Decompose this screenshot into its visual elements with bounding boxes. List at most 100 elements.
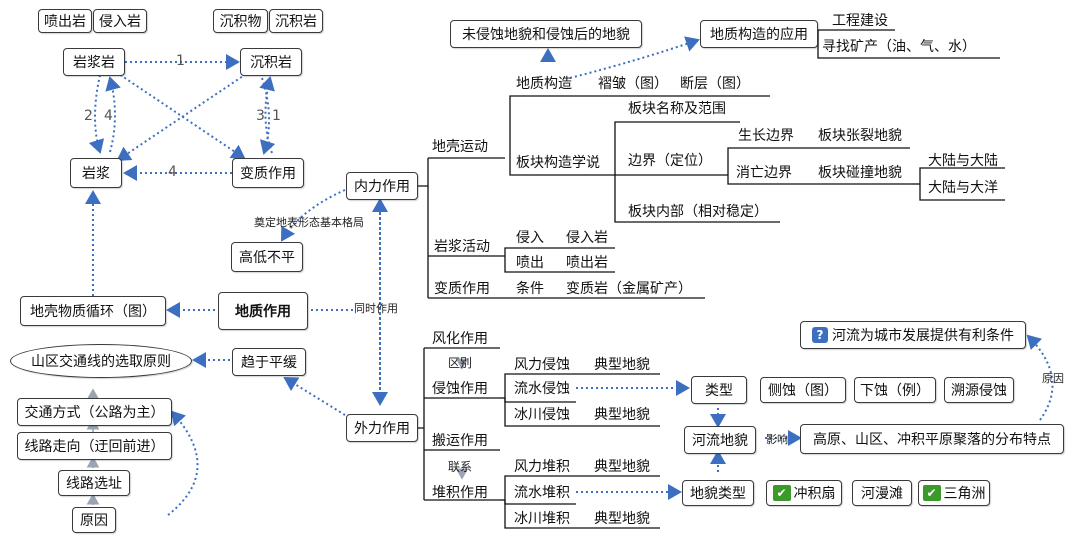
delta-box: ✔三角洲 [918, 480, 990, 506]
constructive-boundary-label: 生长边界 [738, 128, 794, 144]
high-low-box: 高低不平 [231, 242, 303, 272]
structure-application-box: 地质构造的应用 [700, 20, 818, 48]
typical-landform-1-label: 典型地貌 [594, 357, 650, 373]
collision-landform-label: 板块碰撞地貌 [818, 165, 902, 181]
downcutting-label: 下蚀（例） [860, 383, 930, 399]
transport-mode-label: 交通方式（公路为主） [24, 405, 165, 421]
lateral-erosion-label: 侧蚀（图） [768, 383, 838, 399]
wind-deposit-label: 风力堆积 [514, 459, 570, 475]
weathering-label: 风化作用 [432, 331, 488, 347]
wind-erosion-label: 风力侵蚀 [514, 357, 570, 373]
route-direction-box: 线路走向（迂回前进） [17, 432, 172, 460]
boundary-label: 边界（定位） [628, 153, 712, 169]
route-selection-label: 线路选址 [66, 476, 122, 492]
river-city-box: ?河流为城市发展提供有利条件 [800, 321, 1026, 349]
tend-flat-label: 趋于平缓 [241, 355, 297, 371]
crust-cycle-label: 地壳物质循环（图） [30, 304, 156, 320]
conditions-label: 条件 [516, 281, 544, 297]
lay-foundation-label: 奠定地表形态基本格局 [254, 216, 364, 229]
water-deposit-label: 流水堆积 [514, 485, 570, 501]
internal-force-box: 内力作用 [346, 172, 418, 200]
downcutting-box: 下蚀（例） [854, 377, 936, 403]
floodplain-box: 河漫滩 [852, 480, 912, 506]
structure-application-label: 地质构造的应用 [710, 27, 808, 43]
reason-box: 原因 [72, 507, 116, 533]
cycle-number-1-right: 1 [272, 108, 281, 124]
igneous-rock-label: 岩浆岩 [73, 55, 115, 71]
plate-interior-label: 板块内部（相对稳定） [628, 204, 768, 220]
lateral-erosion-box: 侧蚀（图） [760, 377, 846, 403]
sediment-box: 沉积物 [213, 9, 268, 33]
deposition-label: 堆积作用 [432, 485, 488, 501]
intrusion-label: 侵入 [516, 230, 544, 246]
difference-label: 区别 [448, 356, 473, 370]
transport-action-label: 搬运作用 [432, 433, 488, 449]
landform-types-box: 地貌类型 [682, 480, 754, 506]
intrusive-rock-label: 侵入岩 [99, 14, 141, 30]
external-force-label: 外力作用 [354, 421, 410, 437]
cycle-number-2-left: 2 [84, 108, 93, 124]
transport-mode-box: 交通方式（公路为主） [17, 398, 172, 426]
geo-structure-label: 地质构造 [516, 76, 572, 92]
erosion-label: 侵蚀作用 [432, 381, 488, 397]
cause-label: 原因 [1042, 372, 1064, 385]
influence-label: 影响 [766, 433, 788, 446]
route-selection-box: 线路选址 [58, 470, 130, 496]
glacier-deposit-label: 冰川堆积 [514, 511, 570, 527]
simultaneous-label: 同时作用 [354, 302, 398, 315]
settlement-box: 高原、山区、冲积平原聚落的分布特点 [800, 424, 1064, 454]
sediment-label: 沉积物 [219, 14, 262, 30]
headward-erosion-box: 溯源侵蚀 [944, 377, 1014, 403]
metamorphism-box: 变质作用 [232, 158, 304, 188]
typical-landform-3-label: 典型地貌 [594, 459, 650, 475]
check-icon: ✔ [772, 485, 791, 501]
cycle-number-4-left: 4 [104, 108, 113, 124]
typical-landform-4-label: 典型地貌 [594, 511, 650, 527]
cycle-number-4-bottom: 4 [168, 164, 177, 180]
headward-erosion-label: 溯源侵蚀 [951, 383, 1007, 399]
alluvial-fan-label: 冲积扇 [793, 486, 836, 502]
magma-label: 岩浆 [82, 166, 110, 182]
fold-label: 褶皱（图） [598, 76, 668, 92]
sedimentary-rock-box: 沉积岩 [240, 48, 302, 76]
check-icon: ✔ [922, 485, 941, 501]
fault-label: 断层（图） [680, 76, 750, 92]
route-direction-label: 线路走向（迂回前进） [24, 439, 165, 455]
question-icon: ? [812, 327, 828, 343]
metamorphic-action-label: 变质作用 [434, 281, 490, 297]
river-landform-label: 河流地貌 [692, 433, 748, 449]
intrusive-rock-result-label: 侵入岩 [566, 230, 608, 246]
eruption-label: 喷出 [516, 255, 544, 271]
extrusive-rock-label: 喷出岩 [44, 14, 86, 30]
rift-landform-label: 板块张裂地貌 [818, 128, 902, 144]
metamorphism-label: 变质作用 [240, 166, 296, 182]
glacier-erosion-label: 冰川侵蚀 [514, 407, 570, 423]
river-city-label: 河流为城市发展提供有利条件 [832, 328, 1014, 344]
cycle-number-1-top: 1 [176, 53, 185, 69]
mineral-search-label: 寻找矿产（油、气、水） [822, 39, 976, 55]
continent-continent-label: 大陆与大陆 [928, 153, 998, 169]
igneous-rock-box: 岩浆岩 [63, 48, 125, 76]
sedimentary-rock-top-label: 沉积岩 [275, 14, 317, 30]
landform-types-label: 地貌类型 [690, 486, 746, 502]
sedimentary-rock-label: 沉积岩 [250, 55, 292, 71]
plate-names-label: 板块名称及范围 [628, 101, 726, 117]
extrusive-rock-result-label: 喷出岩 [566, 255, 608, 271]
tend-flat-box: 趋于平缓 [232, 348, 306, 376]
sedimentary-rock-top-box: 沉积岩 [269, 9, 323, 33]
internal-force-label: 内力作用 [354, 179, 410, 195]
geologic-action-label: 地质作用 [235, 304, 291, 320]
landforms-label: 未侵蚀地貌和侵蚀后的地貌 [462, 27, 630, 43]
settlement-label: 高原、山区、冲积平原聚落的分布特点 [813, 432, 1051, 448]
metamorphic-rock-label: 变质岩（金属矿产） [566, 281, 692, 297]
landforms-box: 未侵蚀地貌和侵蚀后的地貌 [450, 20, 642, 48]
relation-label: 联系 [448, 460, 473, 474]
destructive-boundary-label: 消亡边界 [736, 165, 792, 181]
plate-tectonics-label: 板块构造学说 [516, 155, 600, 171]
mountain-traffic-ellipse: 山区交通线的选取原则 [10, 344, 192, 378]
delta-label: 三角洲 [943, 486, 986, 502]
cycle-number-3-right: 3 [256, 108, 265, 124]
river-landform-box: 河流地貌 [684, 426, 756, 454]
types-box: 类型 [691, 376, 747, 404]
